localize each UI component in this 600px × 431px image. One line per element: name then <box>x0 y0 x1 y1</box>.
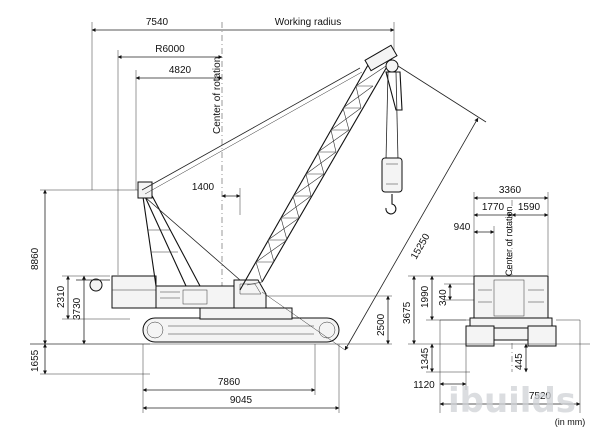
dim-cab-offset: 940 <box>454 222 471 233</box>
dim-center-to-right: 1590 <box>518 202 541 213</box>
dim-boom-foot-offset: 1400 <box>192 182 215 193</box>
car-body <box>199 307 293 320</box>
dim-track-length: 7860 <box>218 377 241 388</box>
rear-sheave <box>89 278 103 292</box>
hook-block <box>381 157 403 193</box>
dim-ground-clearance: 1655 <box>30 349 41 372</box>
dim-front-body-height: 3675 <box>402 301 413 324</box>
dim-tail-swing-radius: R6000 <box>155 44 185 55</box>
dim-body-height: 3730 <box>72 297 83 320</box>
front-view: 3360 1770 1590 940 Center of rotation 19… <box>402 185 590 427</box>
dim-overall-width: 7520 <box>529 391 552 402</box>
dim-front-step-height: 340 <box>438 289 449 306</box>
hook-icon <box>385 194 397 215</box>
boom-tip-sheave <box>385 59 399 73</box>
top-dimensions <box>91 22 395 330</box>
dim-front-upper-height: 1990 <box>420 285 431 308</box>
dim-boom-foot-height: 2500 <box>376 313 387 336</box>
upper-structure <box>155 285 235 309</box>
front-machine <box>440 275 580 347</box>
dim-rear-to-center: 4820 <box>169 65 192 76</box>
gantry <box>137 181 201 287</box>
counterweight <box>111 275 157 309</box>
side-view: 7540 Working radius R6000 4820 Center of… <box>30 17 487 413</box>
center-of-rotation-side-label: Center of rotation <box>212 57 223 134</box>
dim-track-shoe-height: 445 <box>514 353 525 370</box>
watermark-text: ibuilds <box>448 381 576 421</box>
dim-track-width: 1120 <box>413 380 435 391</box>
dim-boom-length: 15250 <box>409 232 433 262</box>
dim-overall-height: 8860 <box>30 247 41 270</box>
dim-upper-width: 3360 <box>499 185 522 196</box>
dim-front-clearance: 1345 <box>420 347 431 370</box>
crawler-track <box>142 317 340 343</box>
dim-overall-length: 9045 <box>230 395 253 406</box>
dim-counterweight-height: 2310 <box>56 285 67 308</box>
lattice-boom <box>239 44 398 291</box>
dim-left-to-center: 1770 <box>482 202 505 213</box>
left-height-dimensions <box>30 189 150 375</box>
pendant-line <box>141 67 361 191</box>
working-radius-label: Working radius <box>275 17 342 28</box>
dim-overall-rear-radius: 7540 <box>146 17 169 28</box>
center-of-rotation-front-label: Center of rotation <box>504 206 514 276</box>
units-label: (in mm) <box>555 417 586 427</box>
watermark-logo: ibuilds <box>448 381 576 421</box>
